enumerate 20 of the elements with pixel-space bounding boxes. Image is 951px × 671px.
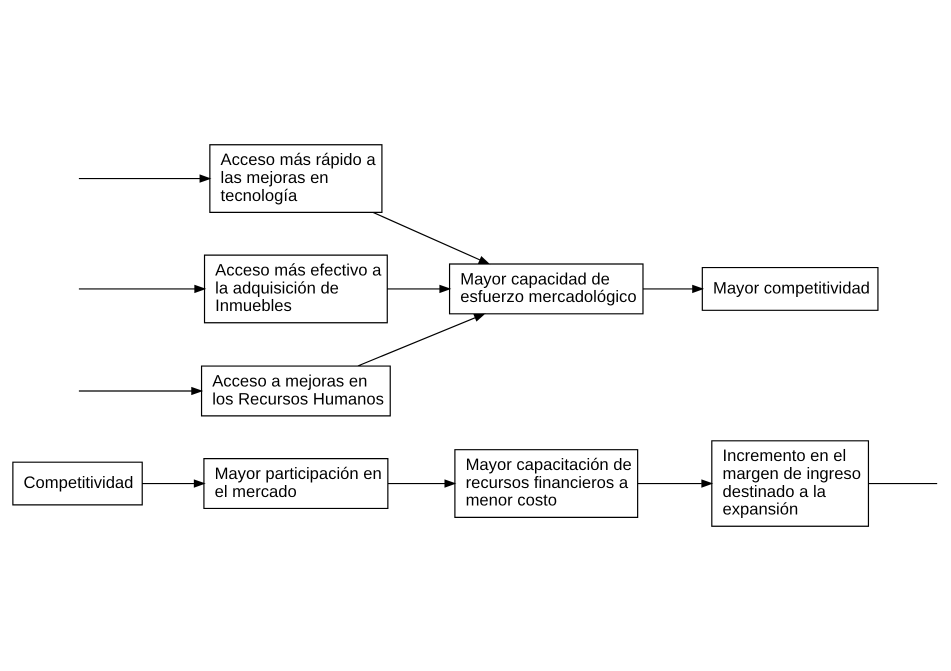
arrow bbox=[142, 479, 206, 488]
arrow bbox=[78, 284, 206, 294]
arrow bbox=[78, 386, 204, 396]
node-box: Mayor capacidad de esfuerzo mercadológico bbox=[448, 263, 644, 314]
node-box: Acceso más efectivo a la adquisición de Inmuebles bbox=[204, 254, 388, 324]
node-box: Mayor participación en el mercado bbox=[203, 458, 388, 510]
node-box: Incremento en el margen de ingreso destinado a la expansión bbox=[711, 440, 870, 527]
arrow bbox=[372, 212, 490, 265]
node-box: Mayor capacitación de recursos financieros a menor costo bbox=[454, 449, 638, 518]
node-box: Acceso más rápido a las mejoras en tecnología bbox=[209, 144, 383, 213]
arrow bbox=[388, 479, 456, 488]
node-box: Mayor competitividad bbox=[702, 266, 879, 311]
arrow bbox=[638, 479, 714, 488]
arrow bbox=[643, 284, 704, 294]
node-box: Competitividad bbox=[12, 462, 143, 506]
arrow bbox=[387, 284, 452, 294]
arrow bbox=[358, 313, 486, 367]
connector bbox=[868, 482, 938, 484]
arrow bbox=[78, 174, 212, 183]
node-box: Acceso a mejoras en los Recursos Humanos bbox=[200, 365, 391, 416]
